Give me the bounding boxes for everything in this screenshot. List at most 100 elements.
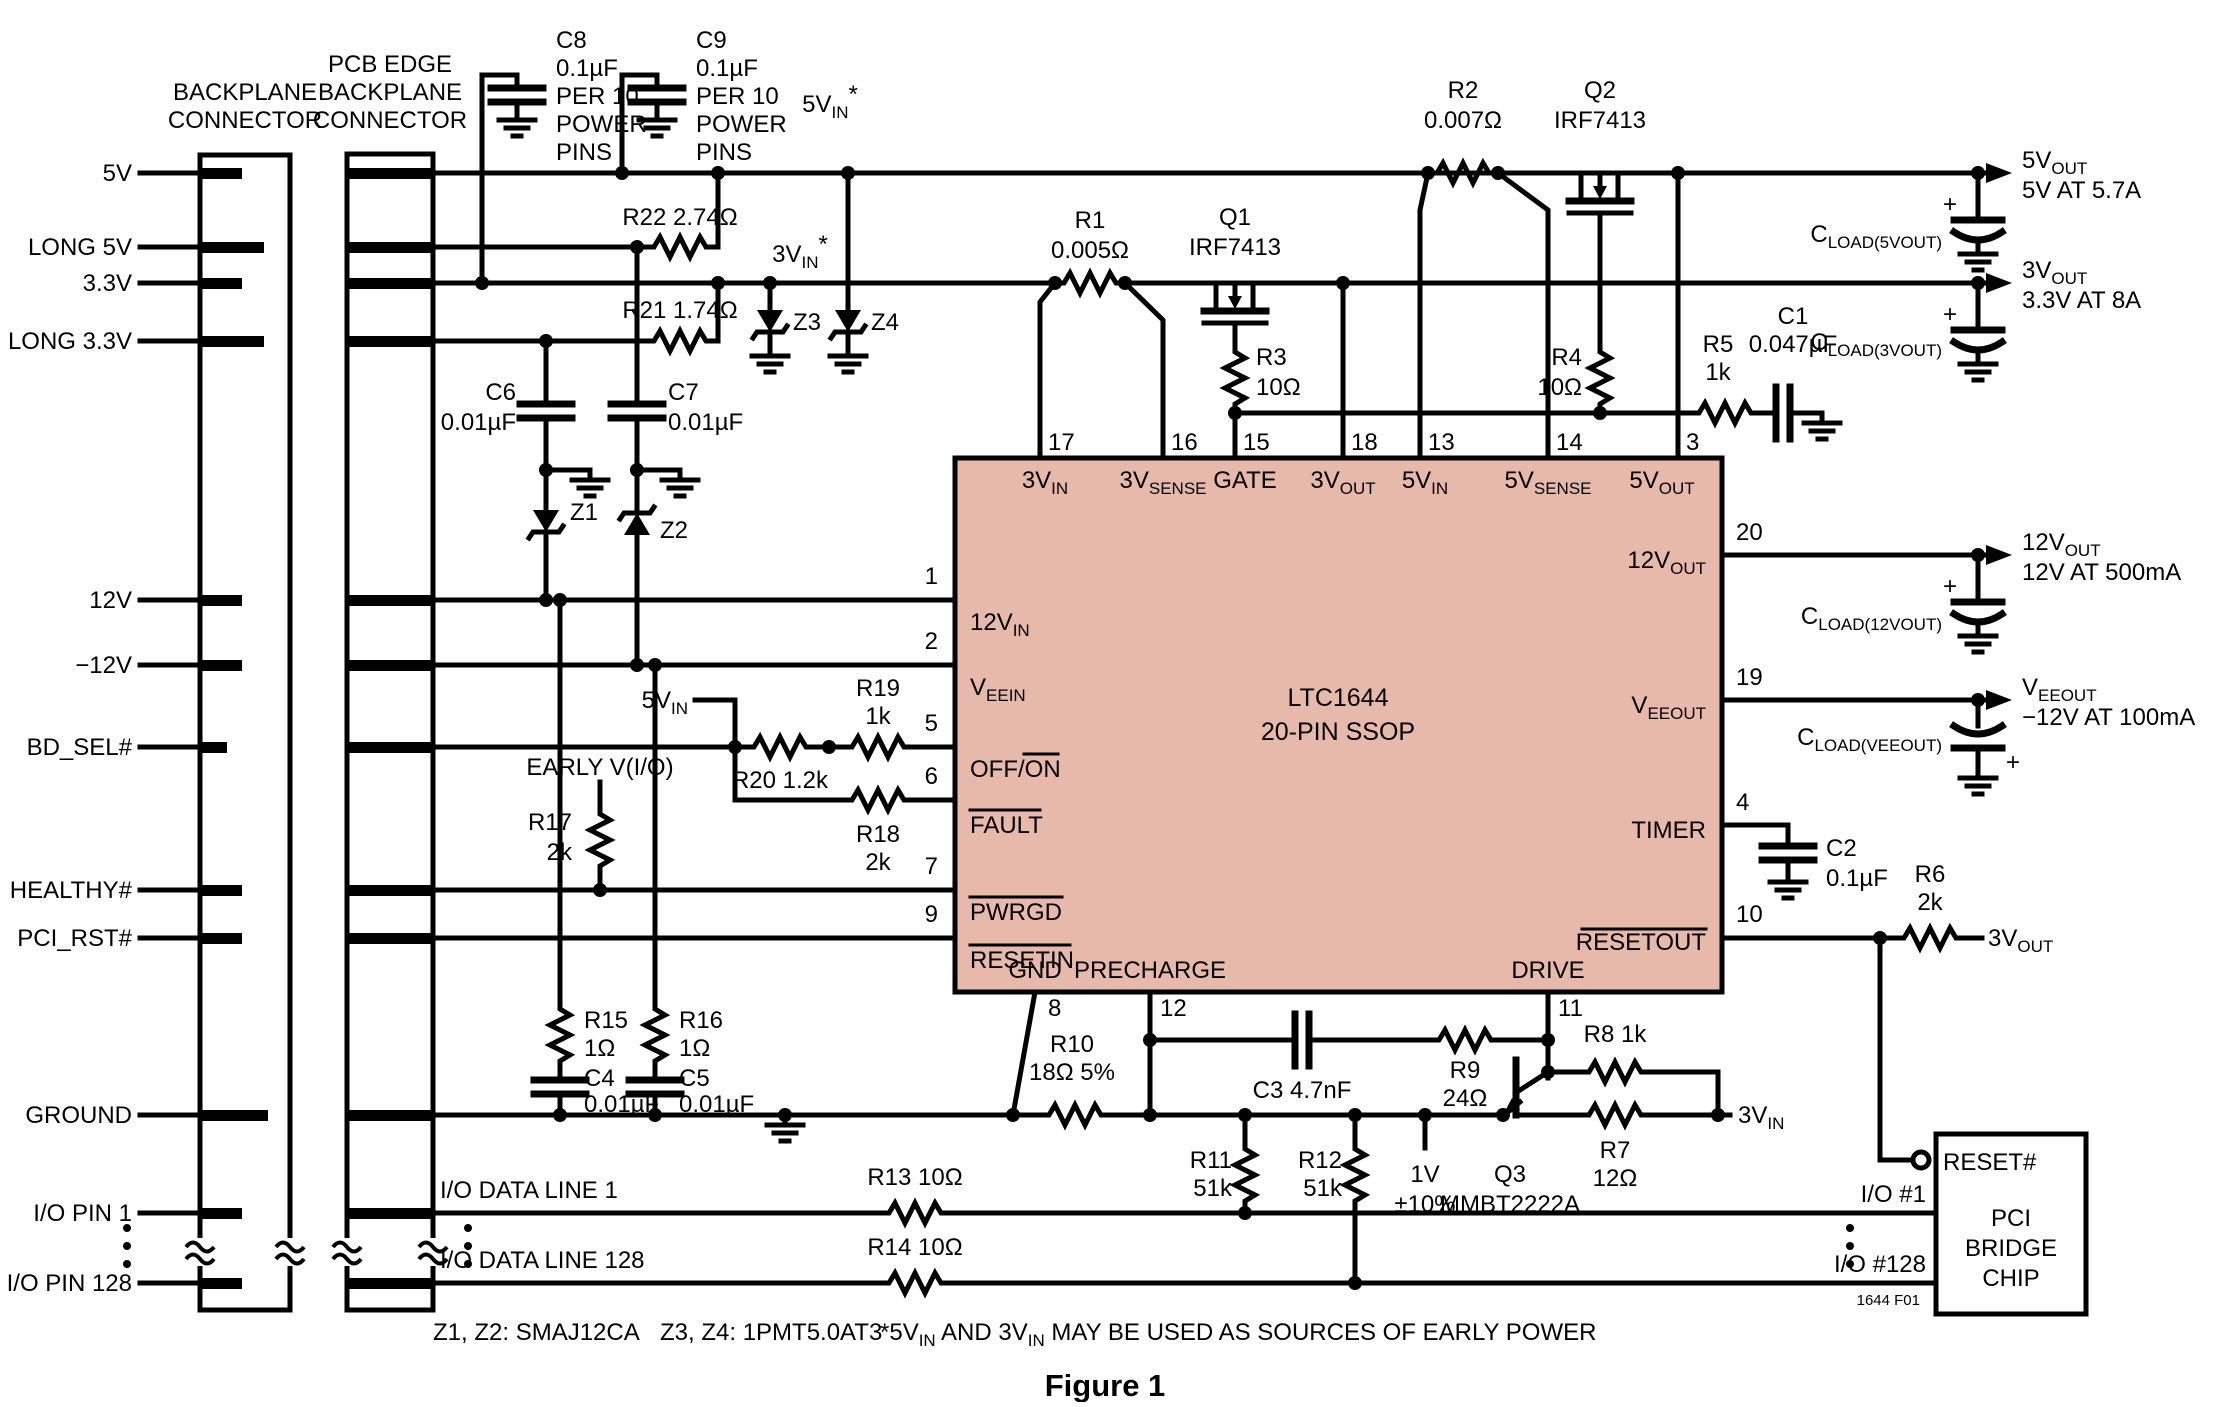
pin-num-17: 17 (1048, 429, 1075, 456)
r13-label: R13 10Ω (867, 1164, 962, 1191)
r5-value: 1k (1705, 359, 1731, 386)
c6-name: C6 (485, 379, 516, 406)
r15-value: 1Ω (584, 1035, 615, 1062)
out-3v-desc: 3.3V AT 8A (2022, 287, 2141, 314)
r19-value: 1k (865, 703, 891, 730)
signal-iopin1: I/O PIN 1 (33, 1200, 132, 1227)
active-low-overbars (968, 752, 1708, 947)
cload-5vout: CLOAD(5VOUT) (1810, 221, 1942, 252)
net-early-vio: EARLY V(I/O) (526, 754, 673, 781)
resistor-r1 (1055, 273, 1125, 293)
net-1v: 1V (1410, 1161, 1439, 1188)
q2-part: IRF7413 (1554, 107, 1646, 134)
pin-num-2: 2 (925, 628, 938, 655)
signal-healthy: HEALTHY# (10, 877, 133, 904)
capacitor-cload-5vout (1954, 220, 2002, 270)
plus-5v: + (1943, 191, 1957, 218)
r5-name: R5 (1703, 331, 1734, 358)
c8-note3: PINS (556, 139, 612, 166)
signal-pcirst: PCI_RST# (17, 925, 132, 952)
r18-name: R18 (856, 821, 900, 848)
c9-note3: PINS (696, 139, 752, 166)
zener-z1 (529, 490, 563, 546)
resistor-r5 (1690, 403, 1760, 423)
pin-num-4: 4 (1736, 789, 1749, 816)
pin-num-18: 18 (1351, 429, 1378, 456)
cload-veeout: CLOAD(VEEOUT) (1797, 724, 1942, 755)
net-1v-tol: ±10% (1394, 1191, 1455, 1218)
resistor-r19 (843, 737, 913, 757)
resistor-r7 (1580, 1105, 1650, 1125)
r15-name: R15 (584, 1007, 628, 1034)
c2-value: 0.1µF (1826, 865, 1888, 892)
signal-iopin128: I/O PIN 128 (7, 1270, 132, 1297)
resistor-r21 (645, 331, 715, 351)
pass-fet-labels: R1 0.005Ω Q1 IRF7413 R2 0.007Ω Q2 IRF741… (1051, 77, 1837, 401)
r3-value: 10Ω (1256, 374, 1301, 401)
r6-name: R6 (1915, 861, 1946, 888)
bridge-name-2: BRIDGE (1965, 1235, 2057, 1262)
note-z12: Z1, Z2: SMAJ12CA (433, 1319, 640, 1346)
ic-package: 20-PIN SSOP (1261, 718, 1415, 746)
q3-name: Q3 (1494, 1161, 1526, 1188)
ic-pin-5vin: 5VIN (1402, 467, 1448, 498)
ic-pin-3vout: 3VOUT (1310, 467, 1375, 498)
r17-name: R17 (528, 809, 572, 836)
resistor-r15 (550, 1000, 570, 1070)
output-arrows (1986, 163, 2012, 710)
ic-pin-resetin: RESETIN (970, 947, 1074, 974)
r8-label: R8 1k (1584, 1021, 1648, 1048)
break-symbol (182, 1236, 218, 1268)
c1-value: 0.047µF (1749, 331, 1838, 358)
r10-name: R10 (1050, 1031, 1094, 1058)
ic-pin-12vin: 12VIN (970, 609, 1030, 640)
ic-pin-timer: TIMER (1631, 817, 1706, 844)
pin-num-8: 8 (1048, 995, 1061, 1022)
pcbedge-header-line3: CONNECTOR (313, 107, 467, 134)
c5-value: 0.01µF (679, 1091, 754, 1118)
ic-pin-gate: GATE (1213, 467, 1277, 494)
resistor-r10 (1040, 1105, 1110, 1125)
figure-caption: Figure 1 (1045, 1368, 1166, 1402)
capacitor-c6 (520, 404, 572, 418)
r22-label: R22 2.74Ω (622, 204, 737, 231)
net-5vin-star: 5VIN* (802, 81, 858, 122)
capacitor-cload-3vout (1954, 330, 2002, 380)
pin-num-15: 15 (1243, 429, 1270, 456)
resistor-r22 (645, 237, 715, 257)
ic-pin-5vsense: 5VSENSE (1505, 467, 1592, 498)
c1-name: C1 (1778, 303, 1809, 330)
capacitor-c7 (611, 404, 663, 418)
r1-name: R1 (1075, 207, 1106, 234)
ic-pin-drive: DRIVE (1511, 957, 1584, 984)
net-5vin-pullup: 5VIN (642, 687, 688, 718)
r11-value: 51k (1193, 1175, 1233, 1202)
bottom-left-labels: R15 1Ω R16 1Ω C4 0.01µF C5 0.01µF (584, 1007, 754, 1118)
out-12v-name: 12VOUT (2022, 529, 2101, 560)
resistor-r9 (1430, 1030, 1500, 1050)
pin-num-1: 1 (925, 563, 938, 590)
q2-name: Q2 (1584, 77, 1616, 104)
signal-3v3: 3.3V (83, 270, 132, 297)
resistor-r4 (1590, 343, 1610, 413)
resistor-r3 (1225, 343, 1245, 413)
signal-12v: 12V (89, 587, 132, 614)
wires-right-outputs (1719, 170, 2007, 1163)
r11-name: R11 (1190, 1147, 1232, 1174)
pcb-edge-connector-pins (347, 168, 433, 1289)
figure-code: 1644 F01 (1857, 1292, 1920, 1309)
pcbedge-header-line2: BACKPLANE (318, 79, 462, 106)
r1-value: 0.005Ω (1051, 237, 1129, 264)
pin-num-5: 5 (925, 710, 938, 737)
r12-value: 51k (1303, 1175, 1343, 1202)
resistor-r18 (843, 790, 913, 810)
cload-12vout: CLOAD(12VOUT) (1801, 603, 1942, 634)
plus-12v: + (1943, 573, 1957, 600)
c7-name: C7 (668, 379, 699, 406)
out-12v-desc: 12V AT 500mA (2022, 559, 2181, 586)
r3-name: R3 (1256, 344, 1287, 371)
mosfet-q1 (1200, 280, 1270, 346)
c9-name: C9 (696, 27, 727, 54)
